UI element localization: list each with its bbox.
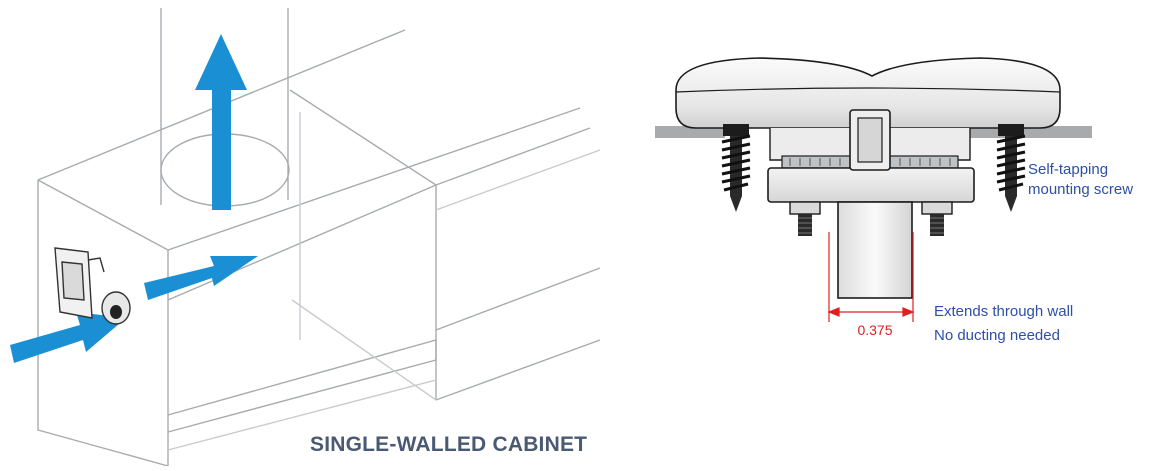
thumb-screw-icon — [101, 291, 131, 325]
airflow-arrow-right-top — [144, 256, 258, 300]
screw-label-line1: Self-tapping — [1028, 161, 1109, 178]
wall-note: Extends through wall No ducting needed — [934, 300, 1073, 348]
dimension-value: 0.375 — [857, 322, 893, 338]
cabinet-inner-ledge — [167, 184, 437, 301]
cabinet-title: SINGLE-WALLED CABINET — [310, 433, 588, 456]
vent-unit-icon — [675, 57, 1061, 299]
cabinet-base-plinth — [167, 339, 437, 433]
screw-label: Self-tapping mounting screw — [1028, 160, 1133, 200]
dimension-arrow-right — [902, 307, 915, 317]
cabinet-latch-icon — [54, 247, 105, 319]
mounting-stud-right-icon — [921, 201, 953, 236]
cabinet-inner-back — [289, 89, 437, 400]
self-tapping-screw-right-icon — [996, 124, 1026, 212]
airflow-arrow-right-bottom — [10, 312, 126, 363]
cabinet-base-line — [167, 379, 437, 451]
airflow-arrow-up — [195, 34, 247, 210]
cabinet-drawing — [37, 8, 601, 467]
cabinet-floor-line — [291, 299, 437, 401]
cabinet-side-face — [37, 180, 169, 467]
self-tapping-screw-left-icon — [721, 124, 751, 212]
dimension-arrow-left — [827, 307, 840, 317]
wall-note-line1: Extends through wall — [934, 303, 1074, 320]
wall-note-line2: No ducting needed — [934, 327, 1060, 344]
mounting-stud-left-icon — [789, 201, 821, 236]
dimension-annotation — [827, 232, 915, 322]
cabinet-rail-bottom — [435, 339, 601, 401]
cabinet-rail-low — [435, 267, 601, 331]
cabinet-rail-top — [435, 127, 591, 186]
cabinet-top-front-edge — [37, 107, 581, 251]
wall-left — [655, 126, 725, 138]
cabinet-rail-mid — [435, 149, 601, 211]
screw-label-line2: mounting screw — [1028, 181, 1134, 198]
airflow-arrows — [10, 34, 258, 363]
